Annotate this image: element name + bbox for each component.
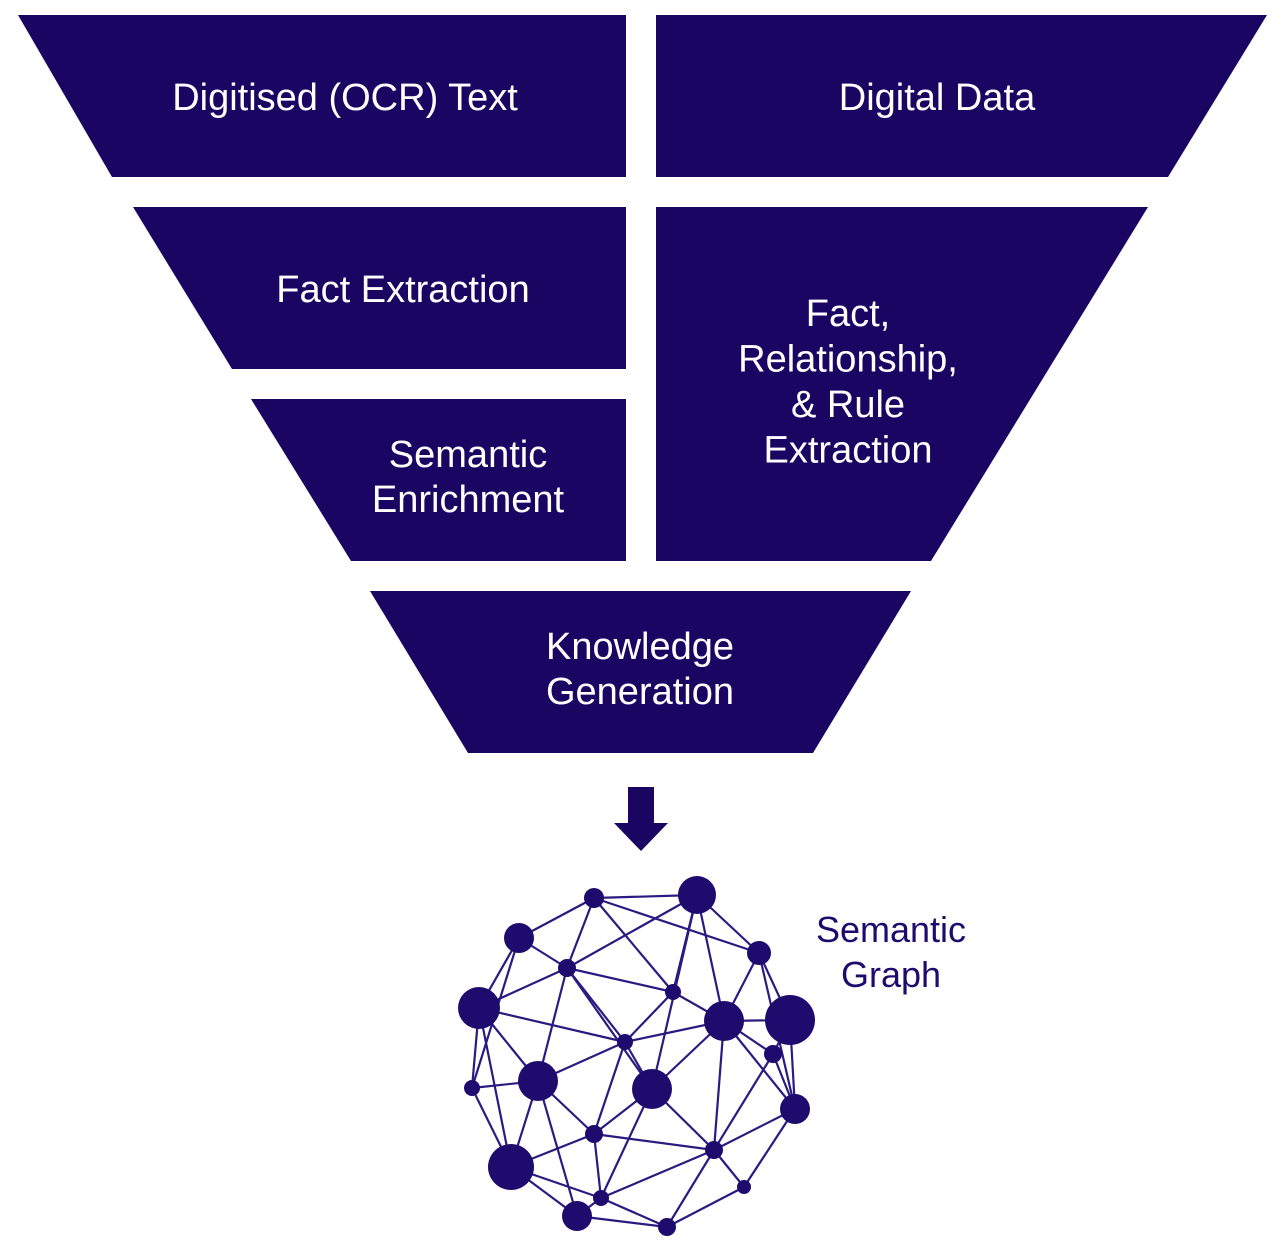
funnel-label-digital-data: Digital Data — [839, 77, 1036, 119]
funnel-step-digital-data: Digital Data — [656, 15, 1267, 177]
graph-edge — [712, 1020, 726, 1151]
graph-edge — [593, 897, 674, 993]
graph-node — [617, 1034, 633, 1050]
label-line: Enrichment — [372, 479, 565, 521]
graph-edge — [536, 1080, 579, 1217]
graph-node — [562, 1201, 592, 1231]
label-line: Graph — [841, 954, 941, 995]
label-line: Fact Extraction — [276, 269, 529, 311]
graph-node — [593, 1190, 609, 1206]
graph-edge — [477, 1007, 513, 1168]
funnel-shape-fact-relationship-rule — [656, 207, 1148, 561]
label-line: Semantic — [816, 909, 966, 950]
funnel-shape-digital-data — [656, 15, 1267, 177]
funnel-label-digitised-text: Digitised (OCR) Text — [172, 77, 518, 119]
graph-nodes — [458, 876, 815, 1236]
graph-edge — [743, 1108, 796, 1188]
graph-node — [658, 1218, 676, 1236]
graph-node — [558, 959, 576, 977]
graph-node — [464, 1080, 480, 1096]
down-arrow-icon — [614, 787, 668, 851]
graph-edge — [713, 1108, 796, 1151]
graph-edge — [600, 1148, 715, 1200]
graph-edge — [666, 1186, 745, 1228]
graph-node — [458, 987, 500, 1029]
graph-node — [518, 1061, 558, 1101]
graph-node — [488, 1144, 534, 1190]
label-line: & Rule — [791, 384, 905, 426]
label-line: Extraction — [764, 430, 933, 472]
graph-edge — [592, 1133, 603, 1199]
graph-node — [504, 923, 534, 953]
funnel-shape-fact-extraction — [133, 207, 626, 369]
label-line: Semantic — [389, 434, 547, 476]
graph-node — [665, 984, 681, 1000]
graph-node — [747, 941, 771, 965]
graph-edge — [576, 1214, 668, 1229]
funnel-step-fact-extraction: Fact Extraction — [133, 207, 626, 369]
graph-edge — [478, 1006, 626, 1044]
label-line: Digitised (OCR) Text — [172, 77, 518, 119]
graph-edge — [600, 1088, 653, 1199]
graph-node — [704, 1001, 744, 1041]
graph-edge — [695, 894, 726, 1022]
graph-node — [737, 1180, 751, 1194]
graph-edge — [624, 991, 674, 1043]
graph-node — [764, 1045, 782, 1063]
graph-node — [765, 995, 815, 1045]
graph-edge — [566, 967, 653, 1090]
funnel-shape-semantic-enrichment — [251, 399, 626, 561]
graph-node — [585, 1125, 603, 1143]
label-line: Digital Data — [839, 77, 1036, 119]
network-graph-icon — [458, 876, 815, 1236]
funnel-label-fact-extraction: Fact Extraction — [276, 269, 529, 311]
graph-node — [705, 1141, 723, 1159]
funnel-step-digitised-text: Digitised (OCR) Text — [18, 15, 626, 177]
label-line: Generation — [546, 671, 734, 713]
graph-edge — [666, 1149, 715, 1228]
graph-edge — [566, 894, 698, 969]
graph-edge — [593, 1132, 715, 1152]
graph-edge — [566, 966, 674, 994]
graph-edge — [565, 897, 596, 969]
funnel-shape-knowledge-generation — [370, 591, 911, 753]
graph-node — [678, 876, 716, 914]
funnel-shape-digitised-text — [18, 15, 626, 177]
label-line: Knowledge — [546, 626, 734, 668]
graph-node — [780, 1094, 810, 1124]
graph-node — [584, 888, 604, 908]
graph-edge — [713, 1053, 774, 1151]
label-line: Relationship, — [738, 339, 958, 381]
graph-edge — [593, 896, 760, 955]
graph-node — [632, 1069, 672, 1109]
label-line: Fact, — [806, 293, 890, 335]
graph-edge — [600, 1196, 668, 1229]
graph-edge — [592, 1041, 627, 1135]
